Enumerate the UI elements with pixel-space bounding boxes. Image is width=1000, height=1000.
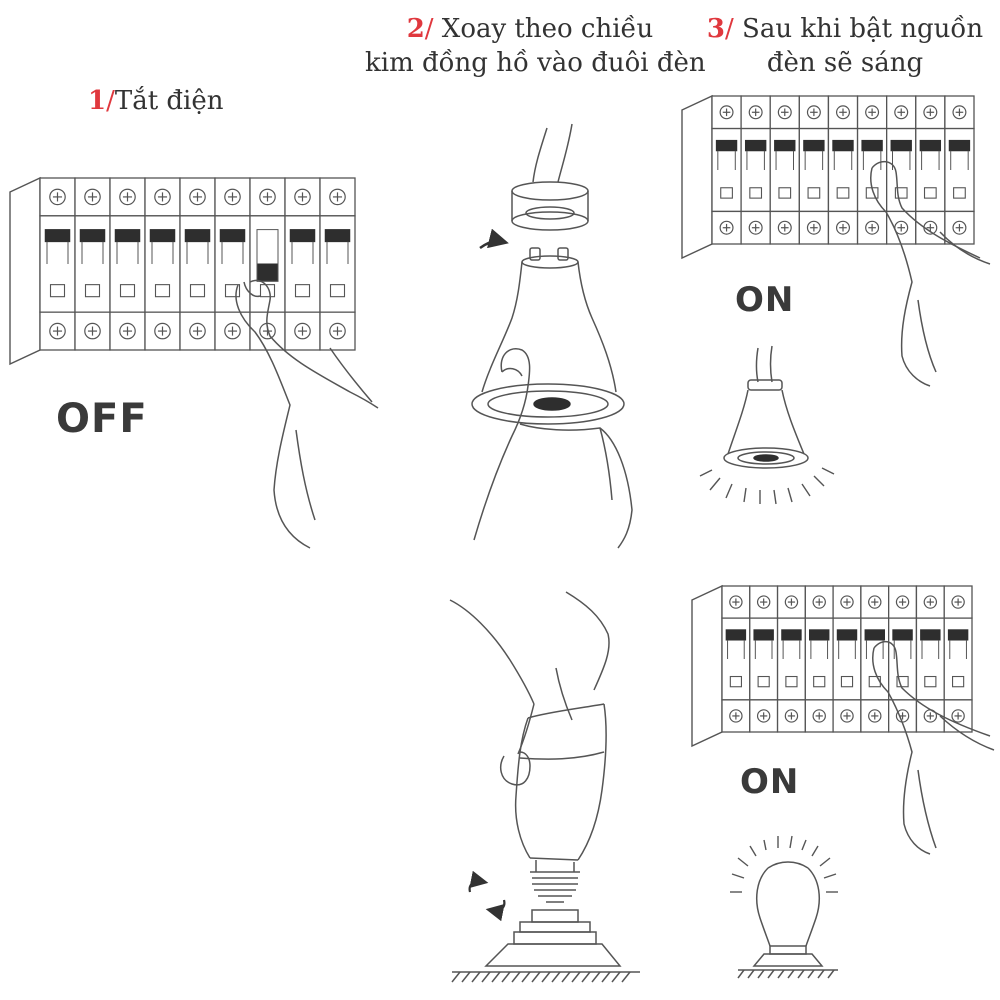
step-1-caption: 1/Tắt điện — [88, 84, 224, 118]
e27-bulb-icon — [514, 703, 607, 903]
step-1-text: Tắt điện — [114, 86, 224, 116]
breaker-panel-icon — [691, 584, 973, 748]
step-2-text-2: kim đồng hồ vào đuôi đèn — [365, 48, 706, 78]
hand-icon — [870, 160, 991, 387]
step-1-slash: / — [106, 86, 115, 116]
hand-icon — [473, 348, 633, 549]
gu10-bulb-icon — [723, 345, 809, 469]
step-3-number: 3 — [706, 14, 725, 44]
on-label-top: ON — [735, 280, 795, 320]
on-label-bottom: ON — [740, 762, 800, 802]
step-3-text-1: Sau khi bật nguồn — [733, 14, 984, 44]
step-2-slash: / — [424, 14, 434, 44]
step-3-caption: 3/ Sau khi bật nguồn đèn sẽ sáng — [705, 12, 985, 80]
hand-icon — [235, 279, 379, 549]
step-3-line-1: 3/ Sau khi bật nguồn — [705, 12, 985, 46]
step-2-text-1: Xoay theo chiều — [433, 14, 654, 44]
step-3-slash: / — [725, 14, 734, 44]
light-rays-icon — [730, 835, 838, 893]
gu10-bulb-icon — [471, 247, 625, 425]
light-rays-icon — [699, 467, 835, 505]
hand-icon — [872, 640, 995, 855]
rotate-arrow-icon — [468, 870, 506, 922]
hand-icon — [449, 591, 610, 786]
step-2-line-1: 2/ Xoay theo chiều — [365, 12, 695, 46]
e27-bulb-icon — [737, 861, 838, 979]
breaker-panel-icon — [9, 176, 356, 366]
breaker-panel-icon — [681, 94, 975, 260]
rotate-arrow-icon — [479, 228, 509, 250]
lamp-socket-icon — [451, 909, 640, 983]
step-2-caption: 2/ Xoay theo chiều kim đồng hồ vào đuôi … — [365, 12, 706, 80]
step-3-text-2: đèn sẽ sáng — [766, 48, 924, 78]
step-2-number: 2 — [406, 14, 425, 44]
off-label: OFF — [56, 396, 148, 442]
lamp-socket-icon — [511, 123, 589, 231]
step-1-number: 1 — [88, 86, 107, 116]
